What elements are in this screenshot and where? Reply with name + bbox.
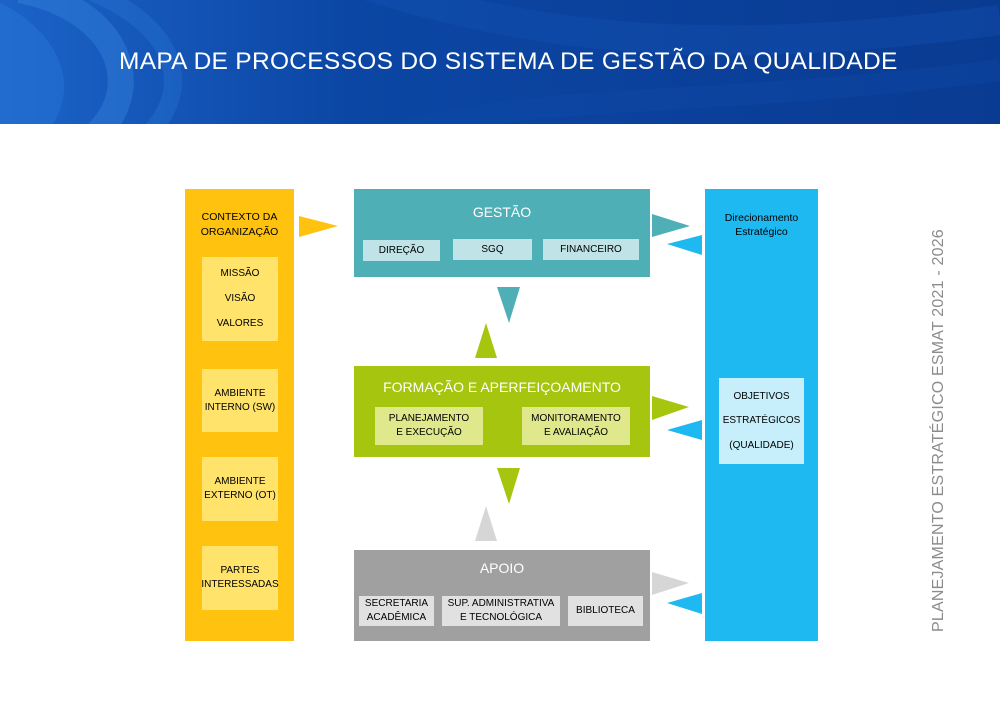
external-environment-box: AMBIENTE EXTERNO (OT): [202, 457, 278, 521]
formacao-block: FORMAÇÃO E APERFEIÇOAMENTO PLANEJAMENTO …: [354, 366, 650, 457]
arrow-direction-to-gestao: [667, 235, 702, 255]
stakeholders-box: PARTES INTERESSADAS: [201, 546, 279, 610]
arrow-context-to-gestao: [299, 216, 338, 237]
biblioteca-box: BIBLIOTECA: [568, 596, 643, 626]
sgq-box: SGQ: [453, 239, 532, 260]
arrow-direction-to-formacao: [667, 420, 702, 440]
arrow-gestao-to-direction: [652, 214, 690, 237]
vision-label: VISÃO: [224, 292, 256, 304]
suporte-box: SUP. ADMINISTRATIVA E TECNOLÓGICA: [442, 596, 560, 626]
financeiro-box: FINANCEIRO: [543, 239, 639, 260]
values-label: VALORES: [216, 318, 264, 330]
secretaria-box: SECRETARIA ACADÊMICA: [359, 596, 434, 626]
arrow-apoio-to-direction: [652, 572, 689, 595]
context-title: CONTEXTO DA ORGANIZAÇÃO: [200, 211, 279, 238]
context-column: CONTEXTO DA ORGANIZAÇÃO MISSÃO VISÃO VAL…: [185, 189, 294, 641]
page-title: MAPA DE PROCESSOS DO SISTEMA DE GESTÃO D…: [119, 48, 898, 75]
arrow-gestao-down: [497, 287, 520, 323]
arrow-apoio-up: [475, 506, 497, 541]
apoio-title: APOIO: [479, 560, 525, 576]
internal-environment-box: AMBIENTE INTERNO (SW): [202, 369, 278, 432]
mission-label: MISSÃO: [220, 267, 260, 279]
monitoramento-box: MONITORAMENTO E AVALIAÇÃO: [522, 407, 630, 445]
header-decoration: [0, 0, 1000, 124]
direction-column: Direcionamento Estratégico OBJETIVOS EST…: [705, 189, 818, 641]
arrow-formacao-up: [475, 323, 497, 358]
arrow-formacao-down: [497, 468, 520, 504]
mission-vision-values-box: MISSÃO VISÃO VALORES: [202, 257, 278, 341]
gestao-block: GESTÃO DIREÇÃO SGQ FINANCEIRO: [354, 189, 650, 277]
side-caption: PLANEJAMENTO ESTRATÉGICO ESMAT 2021 - 20…: [930, 229, 947, 632]
arrow-formacao-to-direction: [652, 396, 689, 420]
apoio-block: APOIO SECRETARIA ACADÊMICA SUP. ADMINIST…: [354, 550, 650, 641]
direcao-box: DIREÇÃO: [363, 240, 440, 261]
strategic-objectives-box: OBJETIVOS ESTRATÉGICOS (QUALIDADE): [719, 378, 804, 464]
page-header: MAPA DE PROCESSOS DO SISTEMA DE GESTÃO D…: [0, 0, 1000, 124]
direction-title: Direcionamento Estratégico: [724, 212, 799, 238]
planejamento-box: PLANEJAMENTO E EXECUÇÃO: [375, 407, 483, 445]
formacao-title: FORMAÇÃO E APERFEIÇOAMENTO: [383, 379, 621, 395]
gestao-title: GESTÃO: [472, 204, 532, 220]
arrow-direction-to-apoio: [667, 593, 702, 614]
